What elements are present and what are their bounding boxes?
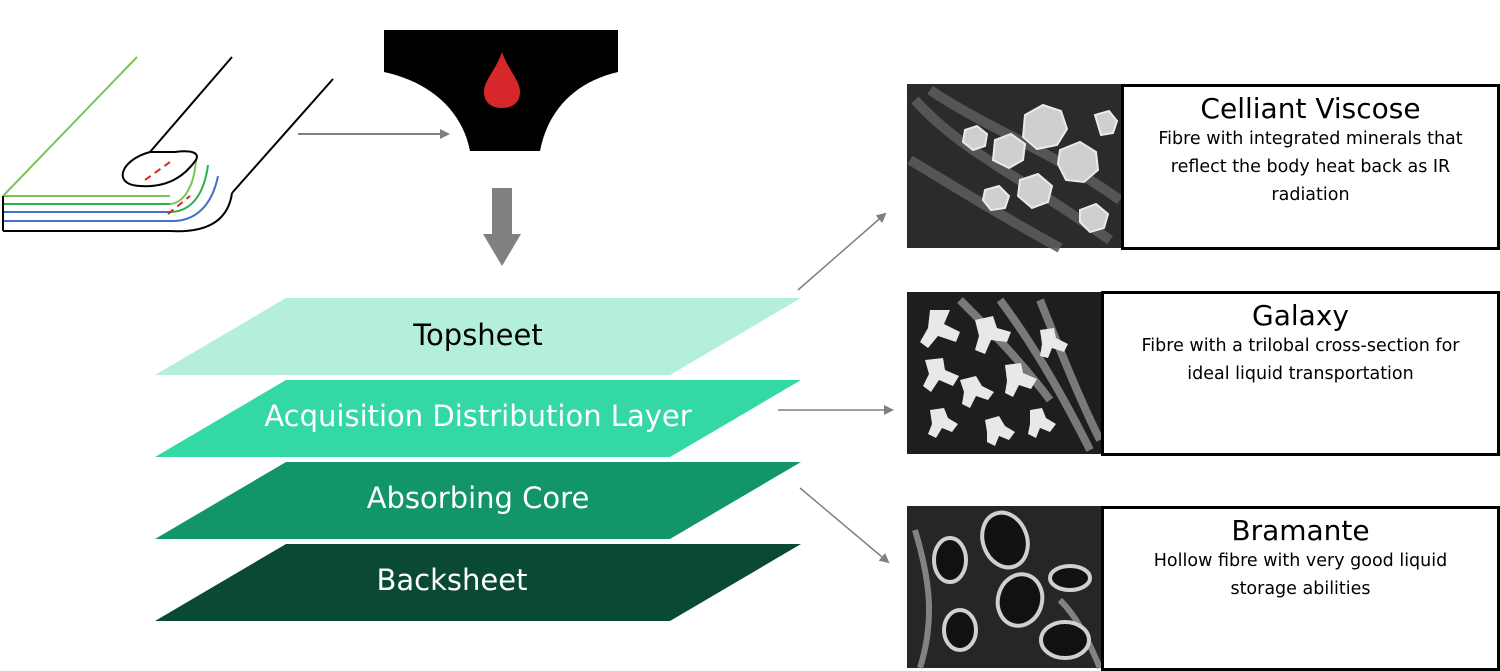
period-underwear-icon [384, 30, 618, 151]
fibre-card-bramante: Bramante Hollow fibre with very good liq… [1101, 506, 1500, 671]
fibre-title-celliant-viscose: Celliant Viscose [1200, 92, 1421, 125]
celliant-micrograph-image [907, 84, 1123, 253]
fibre-description-bramante: Hollow fibre with very good liquid stora… [1153, 551, 1448, 599]
layer-label-acquisition-distribution: Acquisition Distribution Layer [264, 399, 691, 433]
layer-topsheet: Topsheet [155, 298, 801, 375]
layer-label-topsheet: Topsheet [412, 318, 542, 352]
layer-backsheet: Backsheet [155, 544, 801, 621]
layer-absorbing-core: Absorbing Core [155, 462, 801, 539]
rolled-pad-sketch [2, 56, 334, 233]
fibre-description-galaxy: Fibre with a trilobal cross-section for … [1141, 336, 1460, 384]
galaxy-micrograph-image [907, 292, 1104, 454]
fibre-description-celliant-viscose: Fibre with integrated minerals that refl… [1158, 129, 1463, 205]
arrow-topsheet-to-celliant [797, 212, 887, 291]
layer-label-absorbing-core: Absorbing Core [367, 481, 590, 515]
layer-acquisition-distribution: Acquisition Distribution Layer [155, 380, 801, 457]
fibre-card-celliant-viscose: Celliant Viscose Fibre with integrated m… [1121, 84, 1500, 250]
down-arrow-icon [483, 188, 521, 266]
fibre-card-galaxy: Galaxy Fibre with a trilobal cross-secti… [1101, 291, 1500, 456]
blood-drop-icon [484, 52, 520, 108]
layer-label-backsheet: Backsheet [377, 563, 528, 597]
fibre-title-galaxy: Galaxy [1252, 299, 1349, 332]
bramante-micrograph-image [907, 506, 1103, 670]
fibre-title-bramante: Bramante [1231, 514, 1370, 547]
arrow-core-to-bramante [799, 487, 890, 564]
